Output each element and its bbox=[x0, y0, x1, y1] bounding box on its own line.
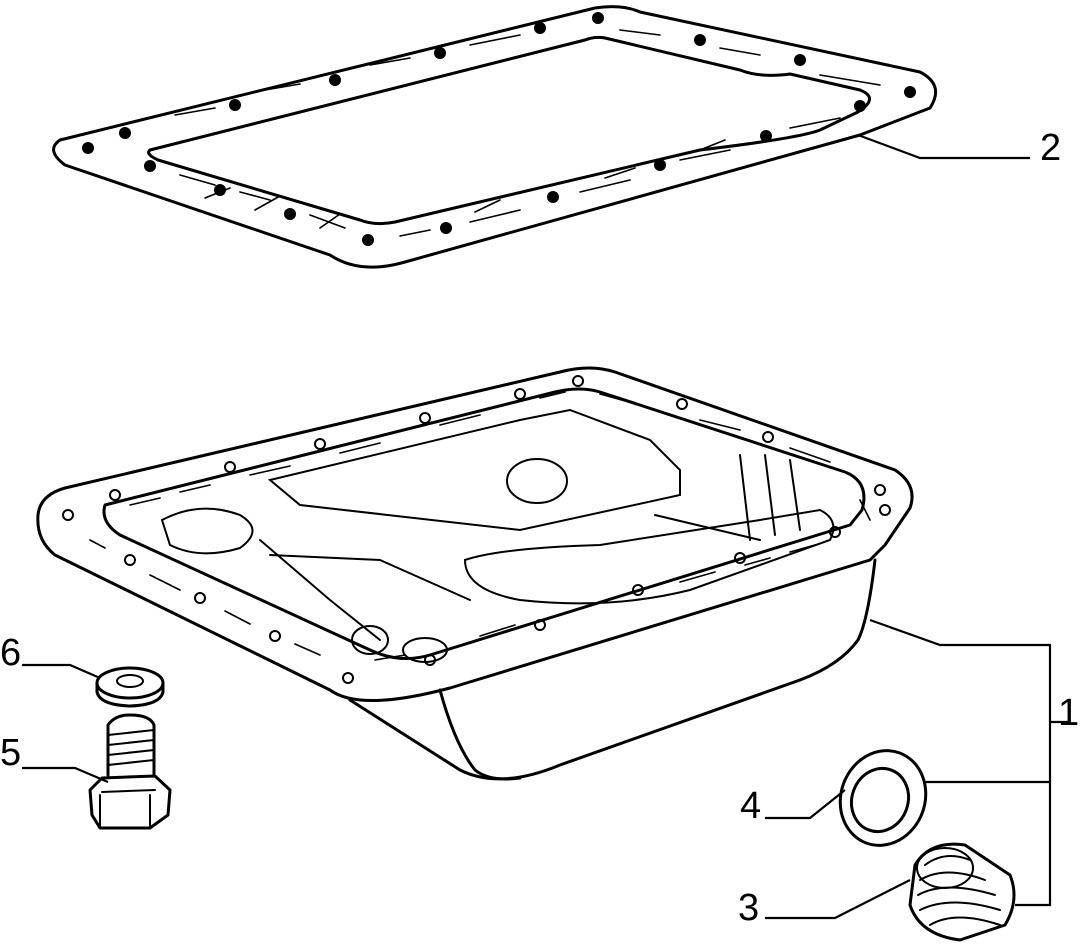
callout-1: 1 bbox=[1058, 692, 1079, 734]
leader-6 bbox=[22, 663, 101, 680]
gasket-bolt-holes bbox=[82, 12, 916, 246]
leader-3 bbox=[765, 879, 911, 920]
seal-ring-part-4 bbox=[838, 749, 928, 847]
callout-2: 2 bbox=[1040, 127, 1061, 169]
drain-plug-part-3 bbox=[908, 842, 1016, 942]
gasket-part bbox=[52, 5, 938, 269]
oil-pan-part bbox=[36, 366, 914, 781]
washer-part-6 bbox=[95, 666, 165, 708]
pan-bolt-holes bbox=[62, 375, 891, 684]
bolt-part-5 bbox=[88, 713, 172, 830]
leader-2 bbox=[857, 133, 1030, 160]
leader-lines bbox=[22, 133, 1068, 920]
leader-5 bbox=[22, 766, 109, 784]
callout-3: 3 bbox=[738, 887, 759, 929]
callout-5: 5 bbox=[0, 732, 21, 774]
callout-6: 6 bbox=[0, 632, 21, 674]
gasket-surface-hatching bbox=[174, 29, 881, 237]
leader-4 bbox=[765, 789, 846, 820]
pan-flange-dashes bbox=[89, 391, 871, 661]
callout-4: 4 bbox=[740, 785, 761, 827]
leader-1 bbox=[869, 618, 1052, 907]
